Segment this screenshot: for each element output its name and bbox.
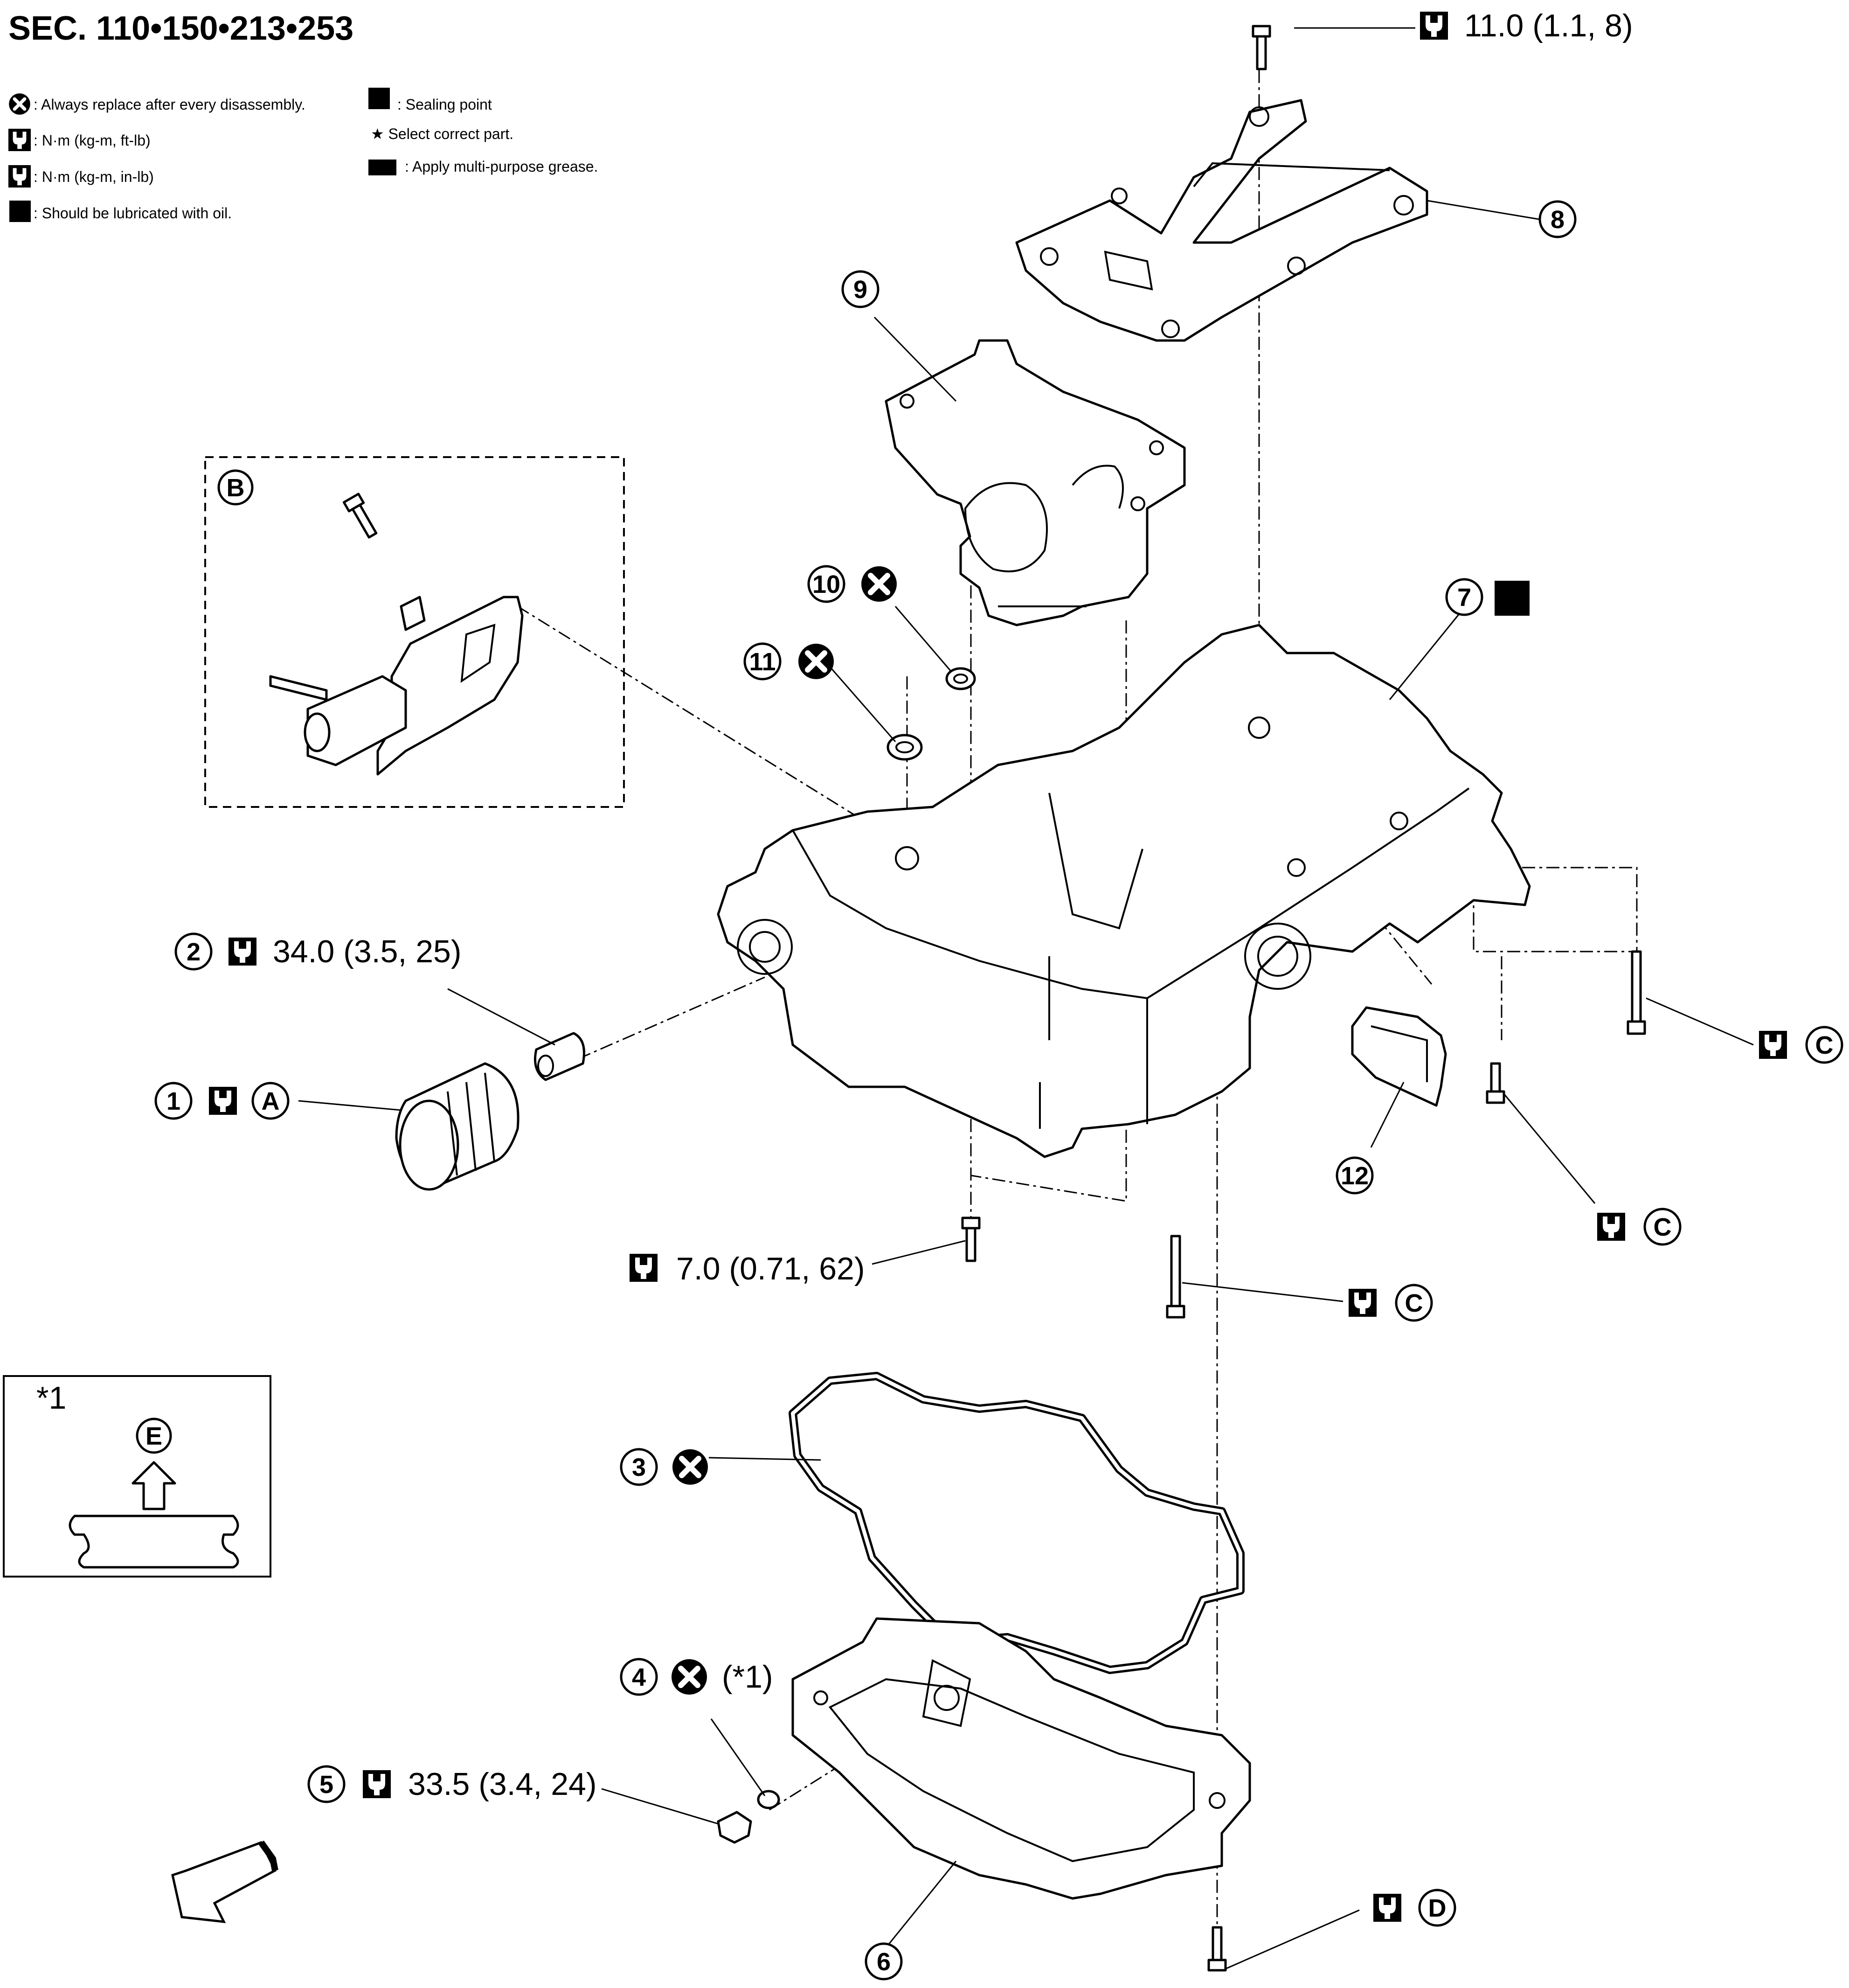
callout-6: 6 (877, 1948, 891, 1976)
torque-5-icon (363, 1770, 391, 1798)
callout-b: B (227, 474, 245, 502)
legend-grease: : Apply multi-purpose grease. (405, 158, 598, 175)
replace-icon-3 (672, 1449, 708, 1485)
callout-c-center: C (1405, 1289, 1423, 1317)
part-12-baffle (1351, 1006, 1447, 1107)
front-arrow-icon (171, 1840, 278, 1923)
torque-stud-icon (630, 1254, 658, 1282)
torque-c-right-icon (1759, 1031, 1787, 1059)
legend-lubricate: : Should be lubricated with oil. (34, 205, 232, 222)
torque-wrench-icon (8, 165, 31, 188)
short-bolt-c (1486, 1062, 1505, 1104)
callout-9: 9 (853, 276, 867, 304)
replace-icon-11 (798, 644, 834, 679)
sealant-icon (368, 88, 390, 109)
long-bolt-c-right (1627, 950, 1646, 1035)
grease-icon (368, 160, 396, 175)
section-title: SEC. 110•150•213•253 (8, 10, 353, 47)
part-4-washer (757, 1790, 780, 1809)
sealant-icon (1495, 581, 1530, 616)
callout-a: A (262, 1087, 280, 1115)
callout-11: 11 (749, 648, 776, 676)
callout-5: 5 (319, 1771, 333, 1799)
bolt-stud (963, 1218, 979, 1261)
torque-d-icon (1373, 1894, 1401, 1922)
part-2-connector (534, 1032, 585, 1081)
part-9-oil-pump (885, 339, 1186, 626)
legend-torque-inlb: : N·m (kg-m, in-lb) (34, 168, 154, 185)
torque-c-center-icon (1349, 1289, 1377, 1317)
torque-8: 11.0 (1.1, 8) (1464, 8, 1633, 43)
part-8-plate (1015, 99, 1428, 342)
legend-select: ★ Select correct part. (371, 125, 513, 142)
inset-b-box: B (204, 456, 625, 808)
replace-icon-4 (672, 1659, 707, 1695)
inset-note-1: *1 E (3, 1375, 271, 1578)
legend-torque-ftlb: : N·m (kg-m, ft-lb) (34, 132, 151, 149)
callout-c-right: C (1815, 1031, 1834, 1059)
part-11-o-ring (886, 734, 923, 761)
torque-wrench-icon (8, 129, 31, 151)
part-10-o-ring (945, 667, 976, 690)
callout-8: 8 (1551, 206, 1565, 234)
callout-10: 10 (812, 570, 840, 598)
part-5-drain-plug (717, 1811, 752, 1844)
torque-8-icon (1420, 12, 1448, 40)
long-bolt-c-center (1166, 1235, 1185, 1319)
torque-2: 34.0 (3.5, 25) (273, 934, 461, 969)
torque-c-short-icon (1597, 1213, 1625, 1241)
callout-3: 3 (632, 1453, 646, 1481)
oil-can-icon (9, 201, 31, 222)
torque-1-icon (209, 1087, 237, 1115)
legend-replace: : Always replace after every disassembly… (34, 96, 305, 113)
bolt-part-8 (1253, 26, 1270, 69)
legend-sealing: : Sealing point (397, 96, 492, 113)
replace-icon (9, 93, 30, 115)
callout-12: 12 (1341, 1162, 1369, 1190)
part-3-gasket (789, 1372, 1245, 1674)
callout-2: 2 (187, 938, 201, 966)
part-6-oil-pan (791, 1617, 1251, 1900)
replace-icon-10 (861, 566, 897, 602)
legend: : Always replace after every disassembly… (8, 88, 598, 222)
bolt-d (1209, 1927, 1226, 1970)
inset-label: *1 (36, 1380, 66, 1416)
callout-4: 4 (632, 1663, 646, 1691)
callout-7: 7 (1457, 584, 1471, 612)
part-7-upper-oil-pan (717, 624, 1531, 1158)
callout-c-short: C (1654, 1213, 1672, 1241)
callout-1: 1 (166, 1087, 180, 1115)
callout-e: E (145, 1422, 162, 1450)
torque-stud: 7.0 (0.71, 62) (676, 1251, 865, 1286)
torque-5: 33.5 (3.4, 24) (408, 1766, 596, 1802)
leader-lines (298, 27, 1754, 1969)
note-ref-1: (*1) (722, 1659, 773, 1695)
torque-2-icon (229, 938, 256, 966)
callout-d: D (1428, 1894, 1447, 1922)
part-1-oil-filter (395, 1062, 519, 1191)
